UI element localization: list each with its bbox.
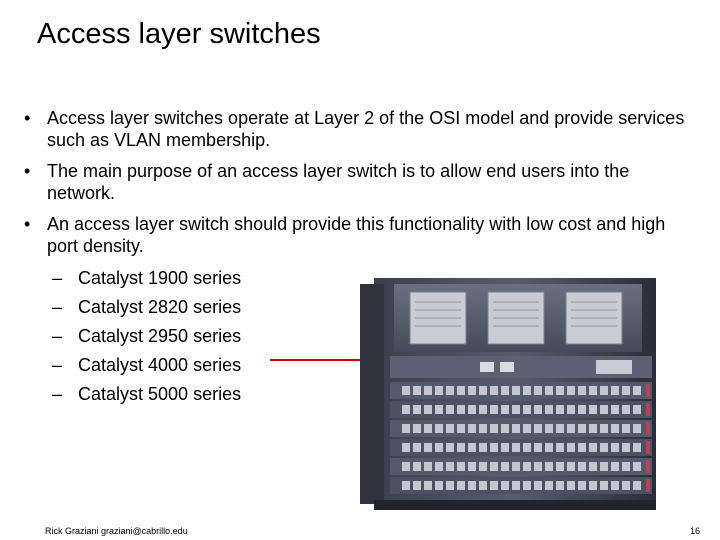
bullet-list: • Access layer switches operate at Layer… [22,107,690,266]
bullet-dot: • [24,161,31,181]
bullet-text: An access layer switch should provide th… [47,214,666,256]
sub-item: – Catalyst 1900 series [52,264,241,293]
slide-title: Access layer switches [37,18,321,50]
switch-chassis-image [360,278,656,510]
sub-item: – Catalyst 2820 series [52,293,241,322]
dash-marker: – [52,326,63,346]
sub-item: – Catalyst 5000 series [52,380,241,409]
sub-item: – Catalyst 4000 series [52,351,241,380]
dash-marker: – [52,268,63,288]
sub-item-text: Catalyst 2820 series [78,297,242,317]
page-number: 16 [689,526,700,536]
bullet-dot: • [24,108,31,128]
bullet-item: • An access layer switch should provide … [22,213,690,257]
footer-author: Rick Graziani graziani@cabrillo.edu [45,526,188,536]
sub-item-list: – Catalyst 1900 series – Catalyst 2820 s… [52,264,241,409]
bullet-item: • Access layer switches operate at Layer… [22,107,690,151]
sub-item-text: Catalyst 5000 series [78,384,242,404]
sub-item: – Catalyst 2950 series [52,322,241,351]
sub-item-text: Catalyst 4000 series [78,355,242,375]
bullet-item: • The main purpose of an access layer sw… [22,160,690,204]
bullet-text: The main purpose of an access layer swit… [47,161,630,203]
dash-marker: – [52,384,63,404]
dash-marker: – [52,355,63,375]
bullet-text: Access layer switches operate at Layer 2… [47,108,685,150]
sub-item-text: Catalyst 2950 series [78,326,242,346]
dash-marker: – [52,297,63,317]
sub-item-text: Catalyst 1900 series [78,268,242,288]
bullet-dot: • [24,214,31,234]
